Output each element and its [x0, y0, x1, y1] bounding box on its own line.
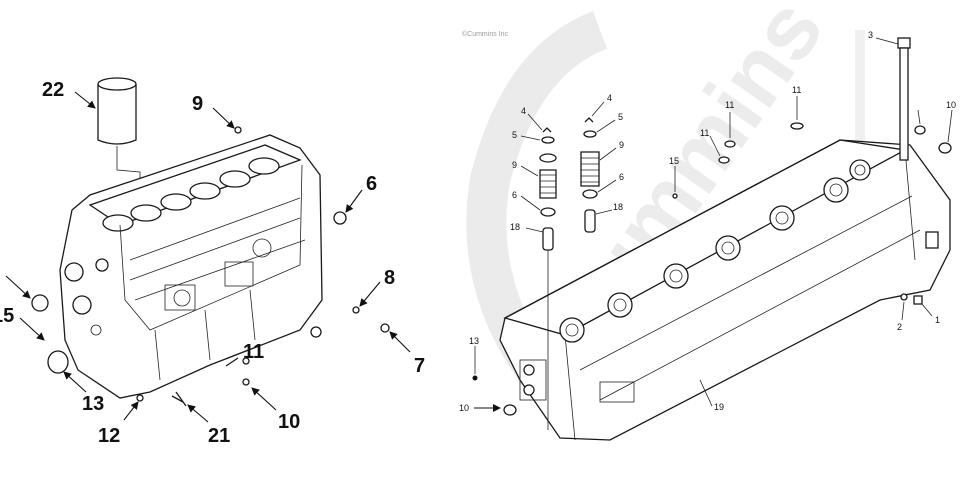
- left-callout-labels: 22 9 6 8 7 11 10 21 12 13 15: [0, 79, 425, 447]
- engine-block-illustration: [31, 77, 390, 407]
- callout-11: 11: [243, 341, 264, 363]
- callout-12: 12: [98, 425, 120, 447]
- block-outline: [59, 134, 323, 399]
- callout-11: 11: [725, 100, 734, 110]
- callout-21: 21: [208, 425, 230, 447]
- cylinder-head-illustration: [499, 139, 951, 441]
- head-ports: [559, 159, 871, 343]
- callout-3: 3: [868, 30, 873, 40]
- callout-6: 6: [619, 172, 624, 182]
- callout-15: 15: [0, 305, 14, 327]
- callout-10: 10: [278, 411, 300, 433]
- left-callout-leaders: [5, 91, 411, 423]
- callout-19: 19: [714, 402, 724, 412]
- valve-components: [472, 37, 952, 416]
- callout-15: 15: [669, 156, 679, 166]
- watermark-text: ©Cummins Inc: [462, 30, 508, 38]
- callout-5: 5: [512, 130, 517, 140]
- callout-18: 18: [510, 222, 520, 232]
- callout-11: 11: [700, 128, 709, 138]
- callout-10: 10: [459, 403, 469, 413]
- callout-13: 13: [82, 393, 104, 415]
- callout-8: 8: [384, 267, 395, 289]
- callout-9: 9: [512, 160, 517, 170]
- callout-22: 22: [42, 79, 64, 101]
- callout-6: 6: [512, 190, 517, 200]
- callout-2: 2: [897, 322, 902, 332]
- callout-18: 18: [613, 202, 623, 212]
- callout-4: 4: [607, 93, 612, 103]
- right-callout-leaders: [474, 37, 953, 430]
- callout-6: 6: [366, 173, 377, 195]
- callout-11: 11: [792, 85, 801, 95]
- callout-13: 13: [469, 336, 479, 346]
- right-callout-labels: 3 11 11 10 11 4 4 5 5 9 9 6 6 15 18 18 1…: [459, 30, 956, 413]
- cylinder-bores: [102, 157, 280, 232]
- callout-5: 5: [618, 112, 623, 122]
- callout-9: 9: [192, 93, 203, 115]
- callout-1: 1: [935, 315, 940, 325]
- callout-4: 4: [521, 106, 526, 116]
- callout-7: 7: [414, 355, 425, 377]
- callout-9: 9: [619, 140, 624, 150]
- callout-10: 10: [946, 100, 956, 110]
- cylinder-liner: [97, 77, 141, 200]
